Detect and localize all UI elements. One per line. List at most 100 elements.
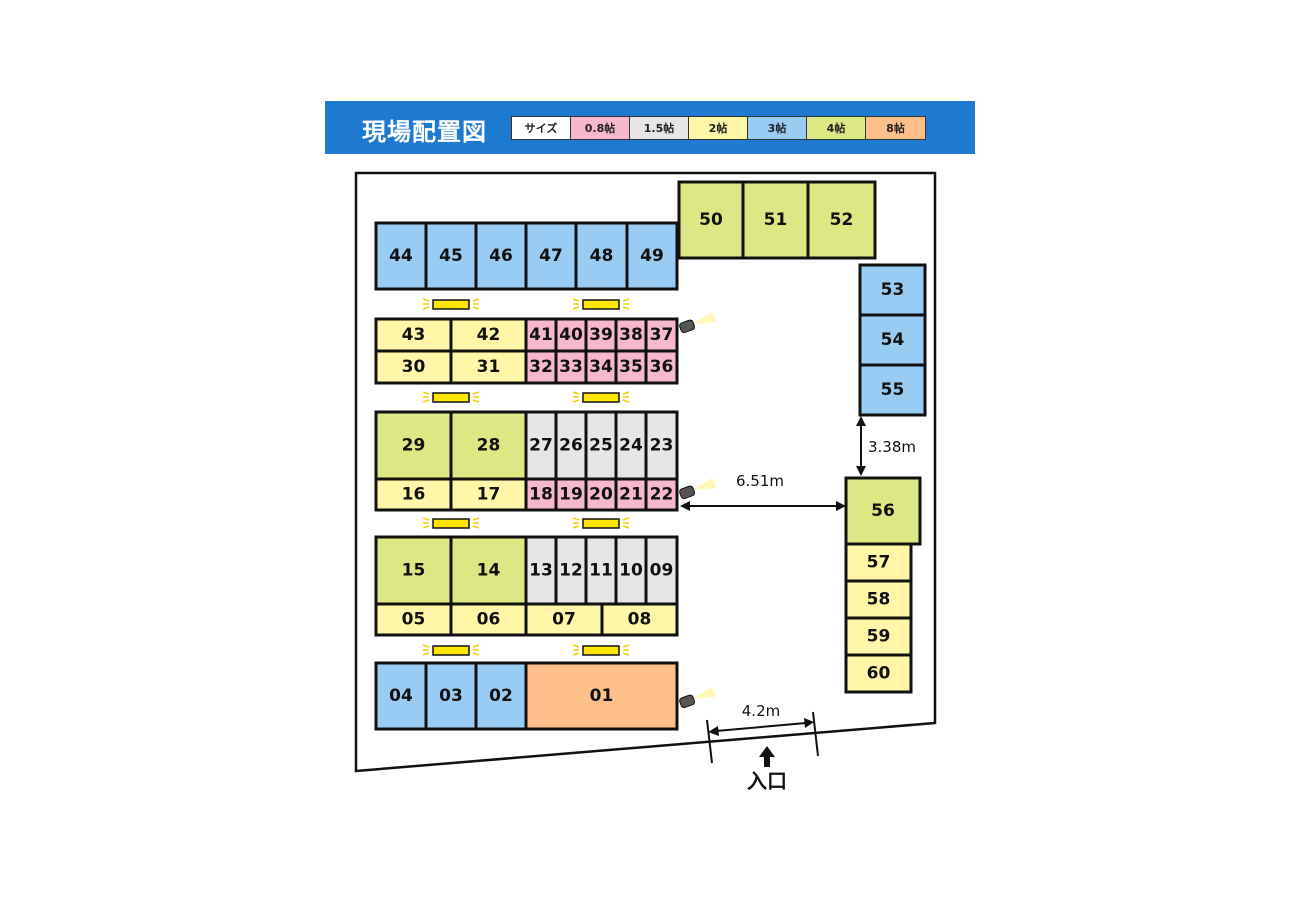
storage-unit[interactable]: 03 [424,661,478,731]
storage-unit[interactable]: 20 [584,477,618,512]
storage-unit[interactable]: 27 [524,410,558,481]
storage-unit[interactable]: 33 [554,349,588,385]
storage-unit[interactable]: 12 [554,535,588,606]
unit-number: 49 [640,246,664,266]
storage-unit[interactable]: 51 [741,180,810,260]
unit-number: 12 [559,561,583,581]
storage-unit[interactable]: 14 [449,535,528,606]
unit-number: 58 [867,590,891,610]
storage-unit[interactable]: 43 [374,317,453,353]
unit-number: 30 [402,357,426,377]
storage-unit[interactable]: 53 [858,263,927,317]
ceiling-light-icon [572,644,630,656]
storage-unit[interactable]: 25 [584,410,618,481]
storage-unit[interactable]: 16 [374,477,453,512]
unit-number: 03 [439,686,463,706]
storage-unit[interactable]: 46 [474,221,528,291]
storage-unit[interactable]: 11 [584,535,618,606]
unit-box [844,616,913,657]
storage-unit[interactable]: 35 [614,349,648,385]
storage-unit[interactable]: 23 [644,410,679,481]
legend-item: 0.8帖 [571,117,630,139]
lights-layer [422,298,716,709]
unit-number: 27 [529,436,553,456]
storage-unit[interactable]: 22 [644,477,679,512]
storage-unit[interactable]: 32 [524,349,558,385]
storage-unit[interactable]: 19 [554,477,588,512]
storage-unit[interactable]: 29 [374,410,453,481]
unit-number: 06 [477,610,501,630]
storage-unit[interactable]: 17 [449,477,528,512]
storage-unit[interactable]: 05 [374,602,453,637]
storage-unit[interactable]: 02 [474,661,528,731]
storage-unit[interactable]: 47 [524,221,578,291]
storage-unit[interactable]: 49 [625,221,679,291]
legend-item: 4帖 [807,117,866,139]
storage-unit[interactable]: 04 [374,661,428,731]
unit-number: 09 [650,561,674,581]
unit-number: 51 [764,210,788,230]
unit-number: 02 [489,686,513,706]
unit-number: 60 [867,664,891,684]
storage-unit[interactable]: 30 [374,349,453,385]
storage-unit[interactable]: 48 [574,221,629,291]
unit-number: 53 [881,280,905,300]
storage-unit[interactable]: 15 [374,535,453,606]
storage-unit[interactable]: 56 [844,476,922,546]
unit-number: 38 [619,325,643,345]
storage-unit[interactable]: 01 [524,661,679,731]
storage-unit[interactable]: 24 [614,410,648,481]
storage-unit[interactable]: 50 [677,180,745,260]
storage-unit[interactable]: 28 [449,410,528,481]
unit-box [374,535,453,606]
storage-unit[interactable]: 58 [844,579,913,620]
storage-unit[interactable]: 26 [554,410,588,481]
storage-unit[interactable]: 18 [524,477,558,512]
storage-unit[interactable]: 07 [524,602,604,637]
storage-unit[interactable]: 42 [449,317,528,353]
security-camera-icon [679,687,716,709]
unit-box [644,477,679,512]
storage-unit[interactable]: 59 [844,616,913,657]
storage-unit[interactable]: 09 [644,535,679,606]
storage-unit[interactable]: 44 [374,221,428,291]
storage-unit[interactable]: 08 [600,602,679,637]
storage-unit[interactable]: 13 [524,535,558,606]
unit-number: 05 [402,610,426,630]
unit-number: 07 [552,610,576,630]
unit-box [374,221,428,291]
site-boundary [354,171,937,773]
storage-unit[interactable]: 40 [554,317,588,353]
storage-unit[interactable]: 55 [858,363,927,417]
security-camera-icon [679,478,716,500]
storage-unit[interactable]: 38 [614,317,648,353]
unit-box [741,180,810,260]
storage-unit[interactable]: 37 [644,317,679,353]
storage-unit[interactable]: 54 [858,313,927,367]
storage-unit[interactable]: 34 [584,349,618,385]
storage-unit[interactable]: 10 [614,535,648,606]
unit-box [644,349,679,385]
dimension-vertical-label: 3.38m [868,438,916,456]
ceiling-light-icon [572,391,630,403]
storage-unit[interactable]: 45 [424,221,478,291]
storage-unit[interactable]: 06 [449,602,528,637]
storage-unit[interactable]: 41 [524,317,558,353]
storage-unit[interactable]: 60 [844,653,913,694]
unit-box [614,349,648,385]
unit-number: 37 [650,325,674,345]
unit-box [374,349,453,385]
storage-unit[interactable]: 21 [614,477,648,512]
unit-number: 44 [389,246,413,266]
storage-unit[interactable]: 52 [806,180,877,260]
unit-box [574,221,629,291]
unit-number: 19 [559,485,583,505]
storage-unit[interactable]: 39 [584,317,618,353]
storage-unit[interactable]: 36 [644,349,679,385]
unit-box [858,363,927,417]
storage-unit[interactable]: 57 [844,542,913,583]
unit-box [584,317,618,353]
storage-unit[interactable]: 31 [449,349,528,385]
